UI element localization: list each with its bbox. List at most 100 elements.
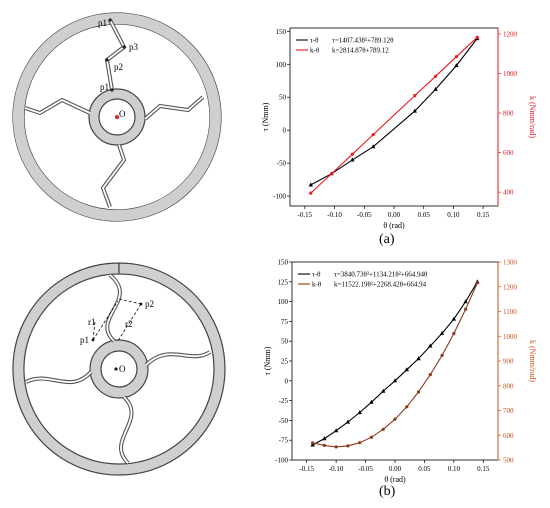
legend-entry: k-θ <box>310 47 320 55</box>
stiffness-point <box>369 435 374 439</box>
y-tick-label: 100 <box>278 298 289 306</box>
torque-point <box>369 399 374 404</box>
y-tick-label: 0 <box>285 377 289 385</box>
plot-frame <box>291 261 499 461</box>
y-tick-label: 25 <box>281 358 289 366</box>
x-tick-label: -0.15 <box>298 211 313 219</box>
stiffness-point <box>322 443 326 447</box>
torque-point <box>416 356 421 361</box>
y2-tick-label: 600 <box>503 149 514 157</box>
y2-tick-label: 800 <box>503 110 514 118</box>
legend-equation: k=11522.19θ²+2268.42θ+664.94 <box>334 281 427 289</box>
diagram-a-label-p1-bottom: p1 <box>100 82 109 92</box>
torque-point <box>308 182 313 187</box>
panel-label-a: (a) <box>379 232 395 247</box>
diagram-a-label-p1-top: p1 <box>98 18 107 28</box>
y2-tick-label: 900 <box>503 358 514 366</box>
y-tick-label: 125 <box>278 278 289 286</box>
torque-point <box>392 378 398 383</box>
torque-point <box>310 442 315 447</box>
stiffness-point <box>452 331 456 336</box>
legend-box <box>296 34 306 56</box>
y2-axis-label: k (Nmm/rad) <box>528 340 537 382</box>
torque-point <box>322 436 327 441</box>
legend-equation: k=2814.87θ+789.12 <box>332 47 389 55</box>
y2-tick-label: 600 <box>503 432 514 440</box>
y-tick-label: 150 <box>276 28 287 36</box>
torque-point <box>357 410 362 415</box>
legend-box <box>298 268 308 290</box>
x-tick-label: -0.15 <box>299 465 314 473</box>
torque-point <box>433 86 438 91</box>
torque-point <box>412 108 417 113</box>
diagram-a-straight-flexure-spring: p1 p2 p3 p1 O <box>12 12 222 222</box>
y2-tick-label: 1000 <box>503 333 518 341</box>
y2-tick-label: 400 <box>503 189 514 197</box>
stiffness-point <box>475 281 479 285</box>
torque-point <box>345 419 351 424</box>
x-tick-label: 0.05 <box>418 465 431 473</box>
x-tick-label: -0.05 <box>358 465 373 473</box>
y2-tick-label: 800 <box>503 382 514 390</box>
stiffness-point <box>434 74 438 78</box>
y2-tick-label: 1200 <box>503 30 518 38</box>
y-tick-label: -25 <box>279 397 289 405</box>
stiffness-point <box>381 427 385 431</box>
torque-point <box>404 367 409 372</box>
panel-label-b: (b) <box>379 484 396 499</box>
stiffness-point <box>405 405 409 409</box>
y2-tick-label: 500 <box>503 457 514 465</box>
stiffness-point <box>311 441 315 445</box>
stiffness-point <box>475 35 479 39</box>
torque-point <box>454 63 459 68</box>
stiffness-point <box>440 353 444 357</box>
y-tick-label: 50 <box>279 94 287 102</box>
x-axis-label: θ (rad) <box>384 475 406 484</box>
y-tick-label: 50 <box>281 338 289 346</box>
y2-tick-label: 700 <box>503 407 514 415</box>
diagram-b-label-p1: p1 <box>80 335 89 345</box>
y-axis-label: τ (Nmm) <box>263 346 272 375</box>
series-line-torque <box>310 38 478 186</box>
torque-point <box>463 299 468 304</box>
x-tick-label: -0.05 <box>357 211 372 219</box>
x-tick-label: 0.05 <box>418 211 431 219</box>
diagram-b-curved-flexure-spring: p1 p2 r1 r2 O <box>12 262 226 476</box>
torque-point <box>333 428 339 433</box>
torque-point <box>428 343 433 348</box>
stiffness-point <box>428 373 432 377</box>
y2-axis-label: k (Nmm/rad) <box>528 96 537 138</box>
x-tick-label: 0.00 <box>388 211 401 219</box>
y-tick-label: -75 <box>279 437 289 445</box>
y2-tick-label: 1300 <box>503 259 518 267</box>
y-tick-label: 0 <box>283 127 287 135</box>
y2-tick-label: 1200 <box>503 283 518 291</box>
legend-entry: τ-θ <box>310 37 319 45</box>
legend-entry: k-θ <box>312 281 322 289</box>
diagram-b-label-center: O <box>119 364 126 374</box>
diagram-b-label-p2: p2 <box>145 299 154 309</box>
diagram-a-label-center: O <box>119 109 126 119</box>
x-tick-label: -0.10 <box>329 465 344 473</box>
stiffness-point <box>330 171 334 176</box>
stiffness-point <box>454 55 458 59</box>
y2-tick-label: 1100 <box>503 308 517 316</box>
y-axis-label: τ (Nmm) <box>261 102 270 131</box>
stiffness-point <box>350 152 354 156</box>
y-tick-label: -100 <box>275 457 288 465</box>
torque-point <box>371 144 376 149</box>
x-tick-label: 0.10 <box>448 465 461 473</box>
x-axis-label: θ (rad) <box>383 221 405 230</box>
y-tick-label: 100 <box>276 61 287 69</box>
y-tick-label: 150 <box>278 259 289 267</box>
y2-tick-label: 1000 <box>503 70 518 78</box>
x-tick-label: 0.15 <box>477 465 490 473</box>
torque-point <box>381 388 386 393</box>
x-tick-label: 0.00 <box>389 465 402 473</box>
torque-point <box>451 316 457 321</box>
x-tick-label: 0.15 <box>477 211 490 219</box>
x-tick-label: -0.10 <box>327 211 342 219</box>
legend-entry: τ-θ <box>312 271 321 279</box>
